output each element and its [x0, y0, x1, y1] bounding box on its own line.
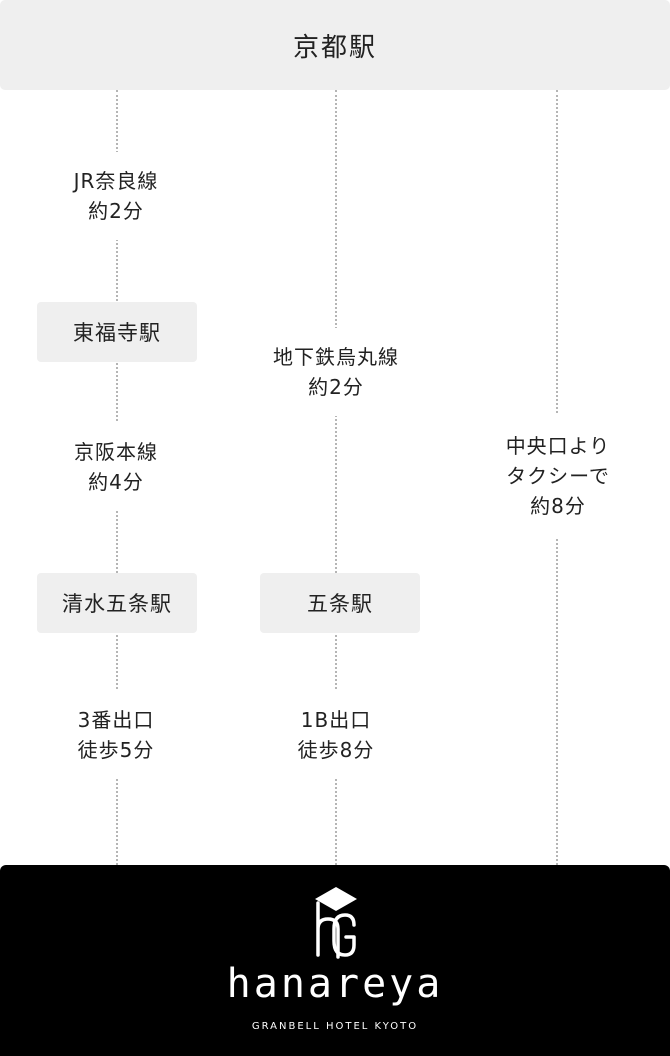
subway-line-name: 地下鉄烏丸線 — [273, 345, 399, 369]
taxi-label: 中央口より タクシーで 約8分 — [478, 415, 638, 537]
hotel-logotype: hanareya — [226, 961, 444, 1007]
keihan-line-time: 約4分 — [88, 470, 144, 494]
origin-station-box: 京都駅 — [0, 0, 670, 90]
taxi-line-1: 中央口より — [505, 434, 611, 458]
origin-station-label: 京都駅 — [292, 32, 377, 63]
gojo-station-label: 五条駅 — [307, 592, 373, 616]
subway-line-time: 約2分 — [308, 375, 364, 399]
hg-monogram-icon — [310, 885, 362, 973]
kiyomizugojo-walk: 徒歩5分 — [77, 738, 155, 762]
kiyomizugojo-station-box: 清水五条駅 — [37, 573, 197, 633]
nara-line-label: JR奈良線 約2分 — [36, 152, 196, 240]
kiyomizugojo-station-label: 清水五条駅 — [62, 592, 172, 616]
keihan-line-name: 京阪本線 — [74, 440, 158, 464]
destination-hotel-banner: hanareya GRANBELL HOTEL KYOTO — [0, 865, 670, 1056]
keihan-line-label: 京阪本線 約4分 — [36, 423, 196, 511]
tofukuji-station-box: 東福寺駅 — [37, 302, 197, 362]
tofukuji-station-label: 東福寺駅 — [73, 321, 161, 345]
route-line-center — [335, 90, 337, 865]
taxi-line-2: タクシーで — [506, 464, 610, 488]
nara-line-name: JR奈良線 — [73, 169, 159, 193]
hotel-subtitle: GRANBELL HOTEL KYOTO — [251, 1021, 419, 1032]
kiyomizugojo-exit: 3番出口 — [77, 708, 155, 732]
gojo-exit-label: 1B出口 徒歩8分 — [256, 691, 416, 779]
nara-line-time: 約2分 — [88, 199, 144, 223]
taxi-time: 約8分 — [530, 494, 586, 518]
gojo-exit: 1B出口 — [300, 708, 372, 732]
gojo-walk: 徒歩8分 — [297, 738, 375, 762]
gojo-station-box: 五条駅 — [260, 573, 420, 633]
subway-line-label: 地下鉄烏丸線 約2分 — [250, 328, 422, 416]
kiyomizugojo-exit-label: 3番出口 徒歩5分 — [36, 691, 196, 779]
